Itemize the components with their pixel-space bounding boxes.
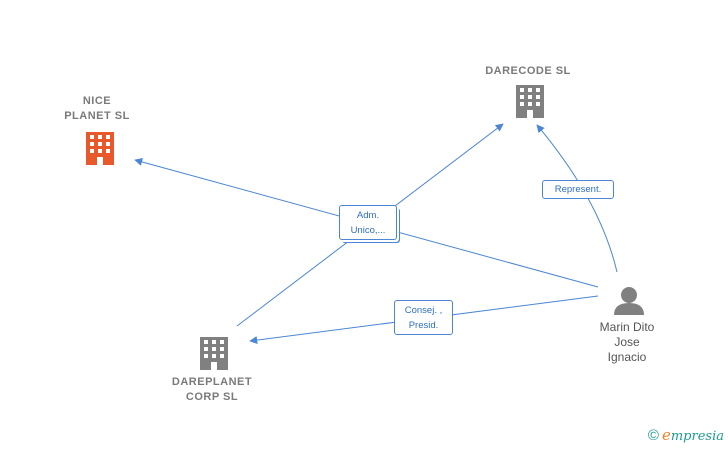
building-icon <box>86 132 114 165</box>
copyright-icon: © <box>647 426 659 444</box>
edge-label-adm: Adm. Unico,... <box>339 205 397 240</box>
person-icon <box>614 287 644 315</box>
node-label-darecode[interactable]: DARECODE SL <box>485 65 571 77</box>
building-icon <box>516 85 544 118</box>
footer-credit: © empresia <box>648 426 724 444</box>
edge-label-represent: Represent. <box>542 180 614 199</box>
edge-person-to-darecode <box>536 124 618 273</box>
node-label-dareplanet[interactable]: DAREPLANET CORP SL <box>171 376 253 403</box>
node-label-person[interactable]: Marin Dito Jose Ignacio <box>599 320 655 364</box>
brand-initial: e <box>661 426 671 444</box>
brand-name: mpresia <box>670 429 724 444</box>
brand-logo[interactable]: empresia <box>662 426 724 444</box>
building-icon <box>200 337 228 370</box>
node-label-nice-planet[interactable]: NICE PLANET SL <box>64 95 130 122</box>
edge-label-consej: Consej. , Presid. <box>394 300 453 335</box>
